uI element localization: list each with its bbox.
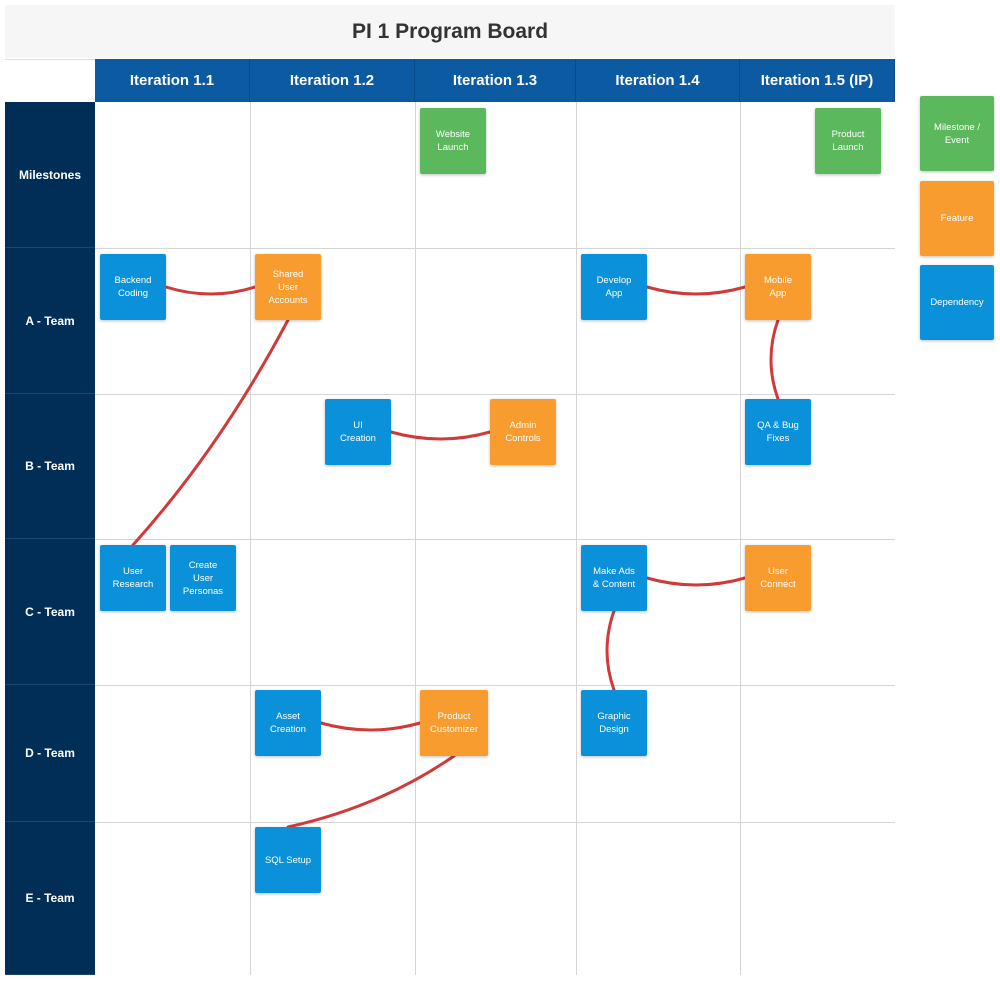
- grid-column-divider: [740, 102, 741, 975]
- link-ui-creation-to-admin-controls: [389, 430, 492, 441]
- card-backend-coding[interactable]: Backend Coding: [100, 254, 166, 320]
- card-qa-bug-fixes[interactable]: QA & Bug Fixes: [745, 399, 811, 465]
- card-admin-controls[interactable]: Admin Controls: [490, 399, 556, 465]
- card-mobile-app[interactable]: Mobile App: [745, 254, 811, 320]
- card-asset-creation[interactable]: Asset Creation: [255, 690, 321, 756]
- grid-column-divider: [415, 102, 416, 975]
- grid-row-divider: [95, 539, 895, 540]
- card-develop-app[interactable]: Develop App: [581, 254, 647, 320]
- card-sql-setup[interactable]: SQL Setup: [255, 827, 321, 893]
- card-make-ads-content[interactable]: Make Ads & Content: [581, 545, 647, 611]
- card-graphic-design[interactable]: Graphic Design: [581, 690, 647, 756]
- iteration-header-1-1[interactable]: Iteration 1.1: [95, 59, 250, 102]
- card-shared-user-accounts[interactable]: Shared User Accounts: [255, 254, 321, 320]
- row-header-b-team[interactable]: B - Team: [5, 394, 95, 539]
- iteration-header-1-4[interactable]: Iteration 1.4: [576, 59, 740, 102]
- grid-row-divider: [95, 685, 895, 686]
- row-header-d-team[interactable]: D - Team: [5, 685, 95, 822]
- grid-column-divider: [576, 102, 577, 975]
- card-product-launch[interactable]: Product Launch: [815, 108, 881, 174]
- link-asset-creation-to-product-customizer: [319, 721, 422, 732]
- link-product-customizer-to-sql-setup: [286, 754, 456, 829]
- link-mobile-app-to-qa-bug-fixes: [769, 318, 780, 401]
- header-corner: [5, 59, 95, 102]
- card-user-research[interactable]: User Research: [100, 545, 166, 611]
- row-header-c-team[interactable]: C - Team: [5, 539, 95, 685]
- link-develop-app-to-mobile-app: [645, 285, 747, 296]
- legend-milestone-event: Milestone / Event: [920, 96, 994, 171]
- iteration-header-1-3[interactable]: Iteration 1.3: [415, 59, 576, 102]
- grid-row-divider: [95, 822, 895, 823]
- card-create-user-personas[interactable]: Create User Personas: [170, 545, 236, 611]
- row-header-milestones[interactable]: Milestones: [5, 102, 95, 248]
- link-make-ads-content-to-graphic-design: [605, 609, 616, 692]
- row-header-a-team[interactable]: A - Team: [5, 248, 95, 394]
- iteration-header-1-2[interactable]: Iteration 1.2: [250, 59, 415, 102]
- legend-feature: Feature: [920, 181, 994, 256]
- grid-row-divider: [95, 394, 895, 395]
- card-product-customizer[interactable]: Product Customizer: [420, 690, 488, 756]
- iteration-header-1-5[interactable]: Iteration 1.5 (IP): [740, 59, 895, 102]
- row-header-e-team[interactable]: E - Team: [5, 822, 95, 975]
- card-user-connect[interactable]: User Connect: [745, 545, 811, 611]
- card-website-launch[interactable]: Website Launch: [420, 108, 486, 174]
- link-shared-user-accounts-to-user-research: [131, 318, 290, 547]
- link-backend-coding-to-shared-user-accounts: [164, 285, 257, 296]
- legend-dependency: Dependency: [920, 265, 994, 340]
- grid-row-divider: [95, 248, 895, 249]
- card-ui-creation[interactable]: UI Creation: [325, 399, 391, 465]
- board-title: PI 1 Program Board: [5, 5, 895, 58]
- link-make-ads-content-to-user-connect: [645, 576, 747, 587]
